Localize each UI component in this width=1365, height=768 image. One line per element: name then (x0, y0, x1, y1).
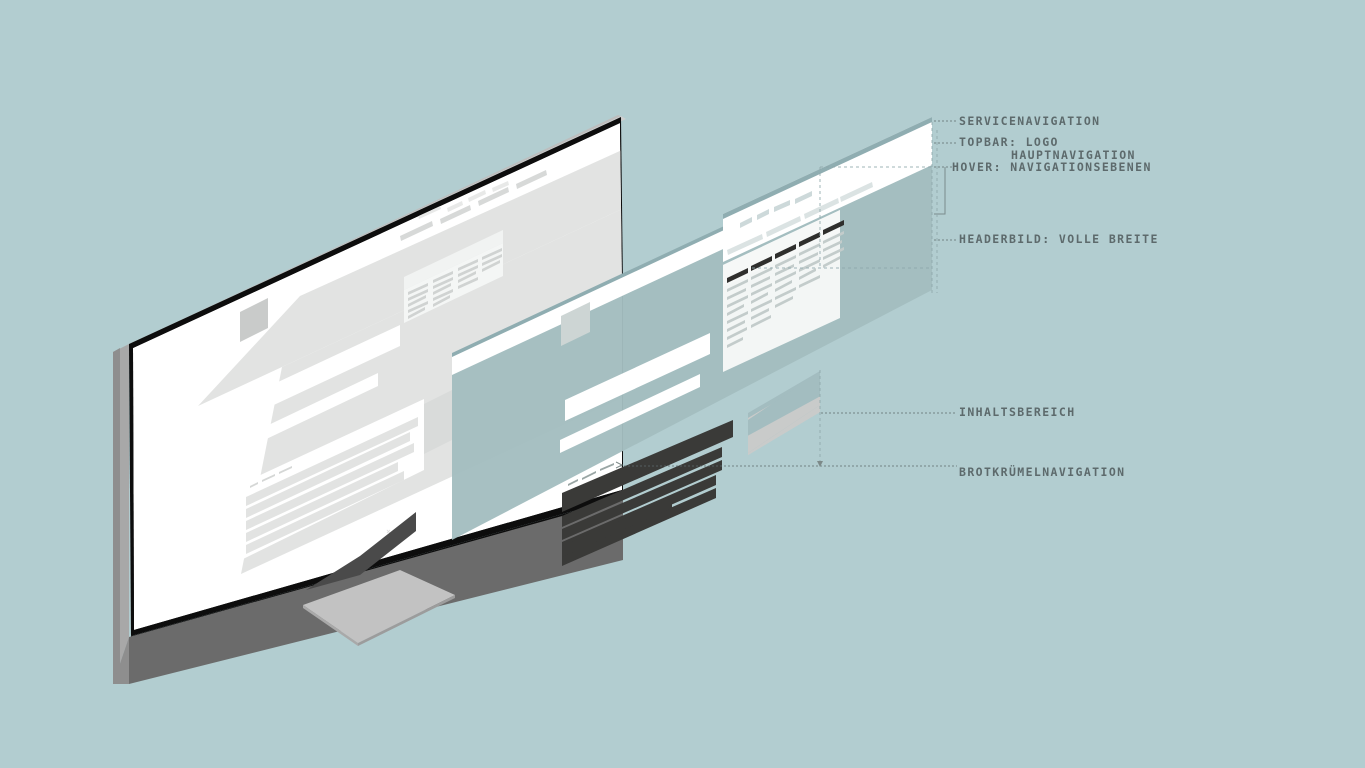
megamenu-heading (799, 232, 820, 247)
screen-content-lines (246, 417, 418, 554)
label-topbar-logo: TOPBAR: LOGO (959, 135, 1059, 149)
monitor-body-shadow (113, 637, 129, 684)
megamenu-column-2 (751, 256, 772, 328)
teal-subline-band (560, 374, 700, 453)
teal-logo-block (561, 302, 590, 346)
content-bar-3 (562, 460, 722, 540)
screen-subline-band (241, 373, 378, 451)
monitor-top-bevel-2 (121, 115, 621, 348)
label-inhaltsbereich: INHALTSBEREICH (959, 405, 1076, 419)
header-service-nav (740, 191, 812, 228)
content-bar-5 (562, 488, 716, 566)
content-panel-teal-half (748, 372, 820, 418)
content-bar-1 (562, 420, 733, 512)
megamenu-heading (823, 220, 844, 235)
monitor-stand-base (303, 570, 455, 643)
header-top-strip (723, 117, 932, 262)
screen-headline-band (246, 325, 400, 418)
power-led-icon: × (386, 527, 391, 536)
inhaltsbereich-upper-teal (748, 372, 820, 440)
label-hauptnavigation: HAUPTNAVIGATION (1011, 148, 1136, 162)
megamenu-panel (723, 210, 840, 372)
screen-side-card (424, 390, 452, 454)
screen-megamenu-panel-2 (404, 230, 503, 290)
megamenu-column-5 (823, 220, 844, 268)
label-brotkruemelnavigation: BROTKRÜMELNAVIGATION (959, 464, 1125, 479)
content-bar-2 (562, 447, 722, 527)
label-servicenavigation: SERVICENAVIGATION (959, 114, 1101, 128)
header-top-strip-edge (723, 117, 932, 219)
leader-hover-navigationsebenen (934, 167, 946, 215)
megamenu-heading (775, 244, 796, 259)
screen-main-nav (400, 170, 547, 241)
screen-megamenu-items (408, 248, 502, 319)
monitor-stand-base-edge2 (358, 595, 455, 646)
screen-megamenu-panel (404, 243, 503, 323)
megamenu-heading (727, 268, 748, 283)
content-bar-6 (562, 498, 672, 557)
label-headerbild: HEADERBILD: VOLLE BREITE (959, 232, 1159, 246)
breadcrumb-arrow (615, 461, 624, 469)
screen-breadcrumb (250, 466, 292, 488)
monitor-left-edge-shadow (113, 348, 120, 684)
guide-content-arrow (817, 461, 823, 467)
teal-headline-band (565, 333, 710, 421)
megamenu-column-3 (775, 244, 796, 308)
megamenu-column-4 (799, 232, 820, 288)
monitor-stand-base-edge (303, 605, 358, 646)
screen-logo-block (240, 298, 268, 342)
label-hover-navigationsebenen: HOVER: NAVIGATIONSEBENEN (952, 160, 1152, 174)
breadcrumb-marks (568, 463, 614, 486)
screen-service-nav (418, 181, 509, 219)
megamenu-heading (751, 256, 772, 271)
header-main-nav (727, 182, 873, 255)
megamenu-column-1 (727, 268, 748, 348)
